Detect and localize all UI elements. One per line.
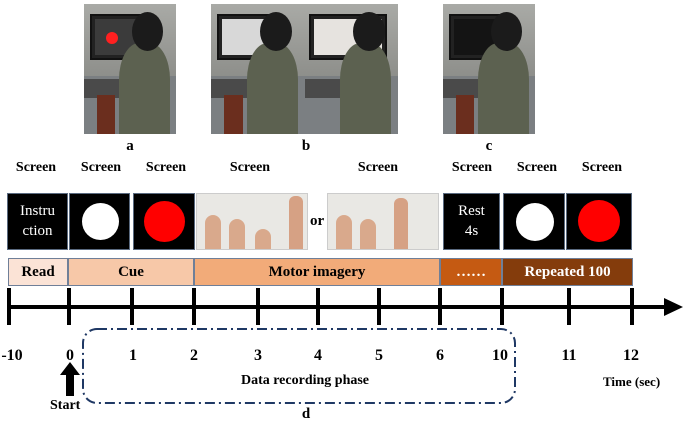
screen-label: Screen: [581, 160, 623, 175]
hand-icon: [229, 219, 245, 249]
instruction-screen: Instru ction: [7, 193, 68, 250]
photo-c: [443, 4, 535, 134]
tick-label: 6: [436, 347, 444, 364]
tick-label: 12: [623, 347, 639, 364]
phase-repeated: Repeated 100: [502, 258, 633, 286]
white-circle-screen: [503, 193, 565, 250]
red-dot-icon: [106, 32, 118, 44]
tick-label: 5: [375, 347, 383, 364]
photo-b-label: b: [301, 138, 311, 154]
rest-screen: Rest 4s: [443, 193, 500, 250]
hand-icon: [255, 229, 271, 249]
hand-icon: [205, 215, 221, 249]
hand-icon: [336, 215, 352, 249]
start-label: Start: [50, 398, 81, 413]
timeline-axis: [7, 288, 683, 325]
photo-a-label: a: [126, 138, 134, 154]
or-label: or: [310, 213, 325, 229]
recording-phase-box: [82, 328, 516, 404]
tick-label: 10: [492, 347, 508, 364]
tick-label: 3: [254, 347, 262, 364]
white-circle-icon: [82, 203, 119, 240]
screen-label: Screen: [145, 160, 187, 175]
screen-label: Screen: [357, 160, 399, 175]
screen-label: Screen: [229, 160, 271, 175]
time-axis-label: Time (sec): [603, 374, 661, 389]
leg-icon: [394, 198, 408, 249]
recording-phase-label: Data recording phase: [240, 373, 370, 388]
phase-motor-imagery: Motor imagery: [194, 258, 440, 286]
red-circle-screen: [133, 193, 195, 250]
screen-label: Screen: [516, 160, 558, 175]
recording-phase-sublabel: d: [301, 406, 311, 422]
photo-a: [84, 4, 176, 134]
photo-c-label: c: [485, 138, 493, 154]
start-arrow-icon: [60, 362, 80, 396]
red-circle-icon: [578, 200, 620, 242]
red-circle-icon: [144, 201, 185, 242]
rest-text-2: 4s: [464, 223, 479, 239]
motor-imagery-image-1: [196, 193, 308, 250]
tick-label: 1: [129, 347, 137, 364]
rest-text-1: Rest: [458, 203, 485, 219]
tick-label: -10: [1, 347, 23, 364]
screen-label: Screen: [451, 160, 493, 175]
tick-label: 0: [66, 347, 74, 364]
leg-icon: [289, 196, 303, 249]
instruction-text-1: Instru: [20, 203, 55, 219]
red-circle-screen: [566, 193, 632, 250]
tick-label: 4: [314, 347, 322, 364]
instruction-text-2: ction: [22, 223, 53, 239]
phase-read: Read: [8, 258, 68, 286]
screen-label: Screen: [15, 160, 57, 175]
tick-label: 2: [190, 347, 198, 364]
motor-imagery-image-2: [327, 193, 439, 250]
screen-label: Screen: [80, 160, 122, 175]
phase-ellipsis: ……: [440, 258, 502, 286]
phase-cue: Cue: [68, 258, 194, 286]
white-circle-screen: [69, 193, 130, 250]
photo-b-right: [305, 4, 398, 134]
hand-icon: [360, 219, 376, 249]
photo-b-left: [211, 4, 305, 134]
tick-label: 11: [561, 347, 577, 364]
white-circle-icon: [516, 203, 554, 241]
